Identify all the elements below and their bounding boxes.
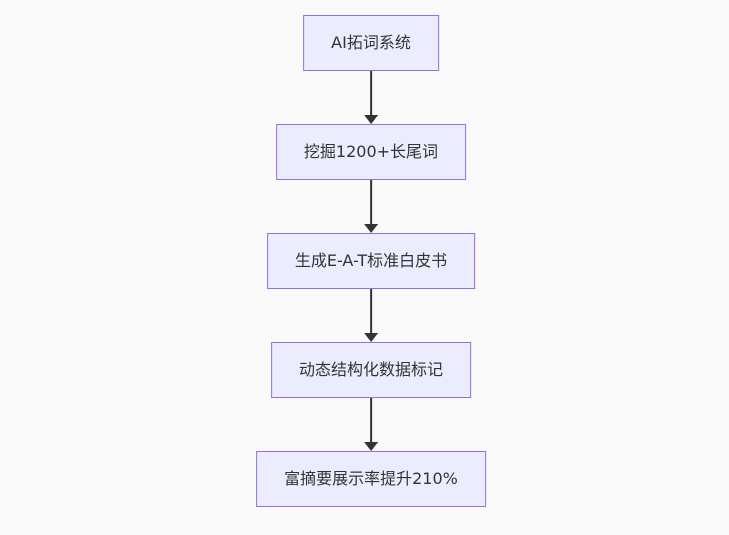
flow-node-label: 生成E-A-T标准白皮书 — [294, 251, 448, 270]
flow-node-label: 动态结构化数据标记 — [298, 360, 443, 379]
flow-arrow-2-3 — [364, 180, 378, 233]
flow-arrow-1-2 — [364, 71, 378, 124]
flow-node-structured-data: 动态结构化数据标记 — [270, 342, 471, 398]
flow-node-rich-snippet-rate: 富摘要展示率提升210% — [256, 451, 486, 507]
flowchart: AI拓词系统 挖掘1200+长尾词 生成E-A-T标准白皮书 动态结构化数据标记… — [256, 15, 486, 507]
arrow-shaft — [370, 180, 372, 224]
arrow-head-icon — [364, 115, 378, 124]
arrow-shaft — [370, 289, 372, 333]
arrow-head-icon — [364, 333, 378, 342]
arrow-head-icon — [364, 442, 378, 451]
flow-node-label: 富摘要展示率提升210% — [284, 469, 458, 488]
flow-node-eat-whitepaper: 生成E-A-T标准白皮书 — [266, 233, 476, 289]
flow-node-longtail-keywords: 挖掘1200+长尾词 — [275, 124, 467, 180]
flow-node-ai-system: AI拓词系统 — [303, 15, 439, 71]
arrow-head-icon — [364, 224, 378, 233]
arrow-shaft — [370, 71, 372, 115]
flow-node-label: AI拓词系统 — [331, 33, 411, 52]
flow-node-label: 挖掘1200+长尾词 — [303, 142, 439, 161]
flow-arrow-4-5 — [364, 398, 378, 451]
flow-arrow-3-4 — [364, 289, 378, 342]
arrow-shaft — [370, 398, 372, 442]
